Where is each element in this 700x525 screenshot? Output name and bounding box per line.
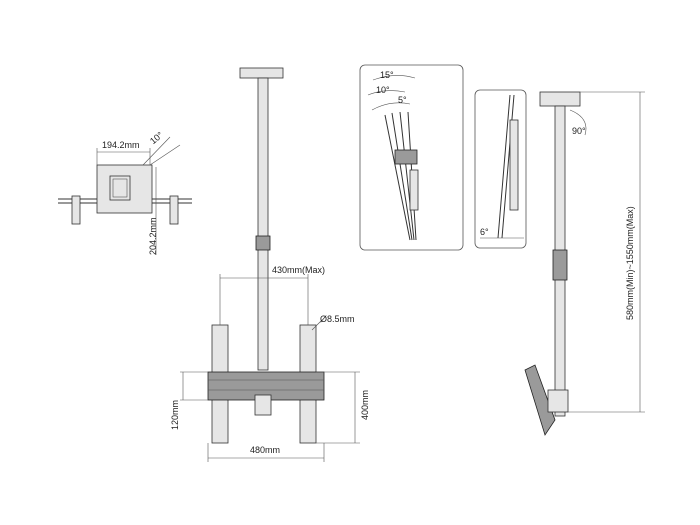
front-view: 430mm(Max) Ø8.5mm 400mm 120mm 480mm <box>170 67 370 462</box>
side-view: 90° 580mm(Min)~1550mm(Max) <box>524 91 645 436</box>
swivel-angle-label: 90° <box>572 126 586 136</box>
tilt-side-panel: 6° <box>474 89 527 249</box>
tilt-angle-5: 5° <box>398 95 407 105</box>
hole-diameter-label: Ø8.5mm <box>320 314 355 324</box>
rail-height-label: 400mm <box>360 390 370 420</box>
plate-angle-label: 10° <box>148 130 165 147</box>
tilt-angle-15: 15° <box>380 70 394 80</box>
tilt-detail-panel: 15° 10° 5° <box>359 64 464 251</box>
tilt-side-angle: 6° <box>480 227 489 237</box>
bar-width-label: 480mm <box>250 445 280 455</box>
plate-width-label: 194.2mm <box>102 140 140 150</box>
tilted-rail <box>524 364 556 436</box>
bar-height-label: 120mm <box>170 400 180 430</box>
ceiling-plate-side <box>539 91 581 107</box>
pole <box>257 77 269 371</box>
length-range-label: 580mm(Min)~1550mm(Max) <box>625 206 635 320</box>
plate-height-label: 204.2mm <box>148 217 158 255</box>
ceiling-plate-front <box>239 67 284 79</box>
tilt-angle-10: 10° <box>376 85 390 95</box>
top-view: 194.2mm 10° 204.2mm <box>58 130 192 255</box>
rail-spacing-label: 430mm(Max) <box>272 265 325 275</box>
clamp-left <box>71 195 81 225</box>
clamp-right <box>169 195 179 225</box>
